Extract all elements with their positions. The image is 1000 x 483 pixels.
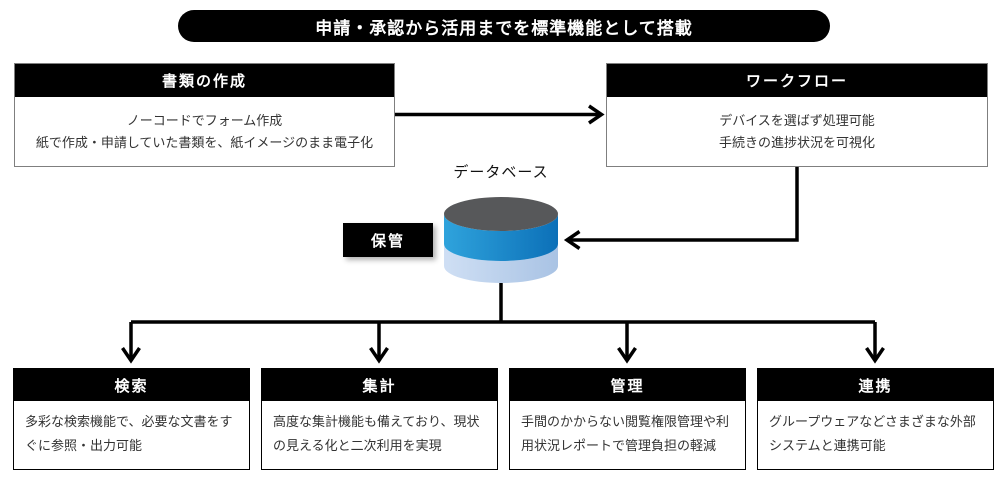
box-title: 管理 <box>510 369 745 401</box>
box-description: ノーコードでフォーム作成 紙で作成・申請していた書類を、紙イメージのまま電子化 <box>15 97 394 167</box>
box-description: 多彩な検索機能で、必要な文書をすぐに参照・出力可能 <box>25 414 233 454</box>
arrow-to-integration <box>865 322 885 364</box>
box-title: 連携 <box>758 369 993 401</box>
arrow-to-management <box>617 322 637 364</box>
arrow-workflow-to-database <box>563 167 799 250</box>
box-description: 手間のかからない閲覧権限管理や利用状況レポートで管理負担の軽減 <box>521 414 730 454</box>
arrow-create-to-workflow <box>395 104 605 125</box>
database-label: データベース <box>453 164 549 181</box>
box-title: 書類の作成 <box>15 64 394 97</box>
box-management: 管理 手間のかからない閲覧権限管理や利用状況レポートで管理負担の軽減 <box>509 368 746 470</box>
box-search: 検索 多彩な検索機能で、必要な文書をすぐに参照・出力可能 <box>13 368 250 470</box>
box-document-creation: 書類の作成 ノーコードでフォーム作成 紙で作成・申請していた書類を、紙イメージの… <box>14 63 395 167</box>
box-aggregation: 集計 高度な集計機能も備えており、現状の見える化と二次利用を実現 <box>261 368 498 470</box>
box-workflow: ワークフロー デバイスを選ばず処理可能 手続きの進捗状況を可視化 <box>606 63 988 167</box>
cylinder-top-face <box>444 197 558 231</box>
database-branch-lines <box>131 281 875 324</box>
box-title: ワークフロー <box>607 64 987 97</box>
box-description: デバイスを選ばず処理可能 手続きの進捗状況を可視化 <box>607 97 987 167</box>
box-title: 検索 <box>14 369 249 401</box>
description-line: デバイスを選ばず処理可能 <box>719 112 875 128</box>
box-description: グループウェアなどさまざまな外部システムと連携可能 <box>769 414 976 454</box>
banner-title: 申請・承認から活用までを標準機能として搭載 <box>178 10 830 42</box>
box-integration: 連携 グループウェアなどさまざまな外部システムと連携可能 <box>757 368 994 470</box>
storage-badge: 保管 <box>343 223 433 257</box>
arrow-to-search <box>121 322 141 364</box>
description-line: ノーコードでフォーム作成 <box>126 112 283 128</box>
database-icon <box>444 197 558 283</box>
cylinder-bottom-band <box>444 244 558 283</box>
arrow-to-aggregation <box>369 322 389 364</box>
box-title: 集計 <box>262 369 497 401</box>
description-line: 紙で作成・申請していた書類を、紙イメージのまま電子化 <box>35 135 374 150</box>
box-description: 高度な集計機能も備えており、現状の見える化と二次利用を実現 <box>273 414 480 454</box>
cylinder-middle-band <box>444 214 558 261</box>
description-line: 手続きの進捗状況を可視化 <box>718 135 875 150</box>
